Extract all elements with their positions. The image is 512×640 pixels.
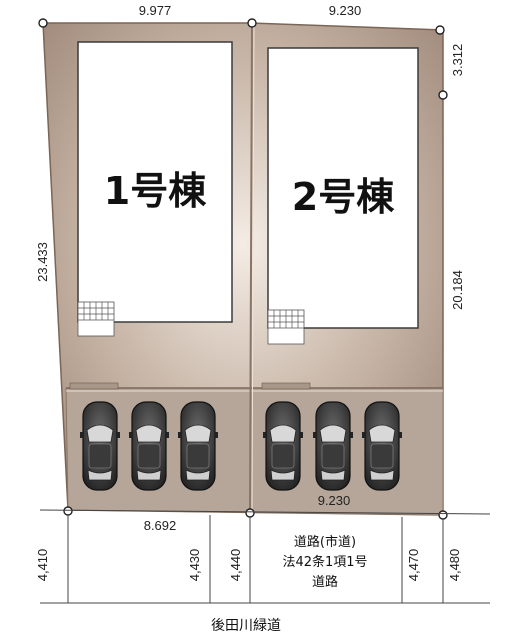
car-icon [312,401,354,491]
road-width-2: 4,430 [187,549,202,582]
car-icon [262,401,304,491]
dim-right-lower: 20.184 [450,270,465,310]
boundary-marker-icon [38,18,48,28]
boundary-marker-icon [438,510,448,520]
car-icon [128,401,170,491]
dim-left-side: 23.433 [35,242,50,282]
road-label-line3: 道路 [312,574,338,590]
boundary-marker-icon [245,508,255,518]
grid-icon [77,301,115,337]
dim-bottom-left: 8.692 [144,518,177,533]
car-icon [79,401,121,491]
boundary-marker-icon [247,18,257,28]
car-icon [177,401,219,491]
road-width-4: 4,470 [406,549,421,582]
building-2 [267,47,419,329]
building-2-label: 2号棟 [292,175,395,219]
boundary-marker-icon [438,90,448,100]
dim-bottom-right: 9.230 [318,493,351,508]
building-1 [77,41,233,323]
dim-right-upper: 3.312 [450,44,465,77]
building-1-label: 1号棟 [104,169,207,213]
road-label-line2: 法42条1項1号 [282,554,367,570]
road-width-3: 4,440 [228,549,243,582]
road-width-1: 4,410 [35,549,50,582]
lot-divider [249,22,253,513]
car-icon [361,401,403,491]
road-edge-top [39,509,491,515]
road-width-5: 4,480 [447,549,462,582]
boundary-marker-icon [63,506,73,516]
greenway-label: 後田川緑道 [211,618,281,634]
road-label-line1: 道路(市道) [294,534,356,550]
dim-top-left: 9.977 [139,3,172,18]
grid-icon [267,309,305,345]
boundary-marker-icon [435,25,445,35]
dim-top-right: 9.230 [329,3,362,18]
